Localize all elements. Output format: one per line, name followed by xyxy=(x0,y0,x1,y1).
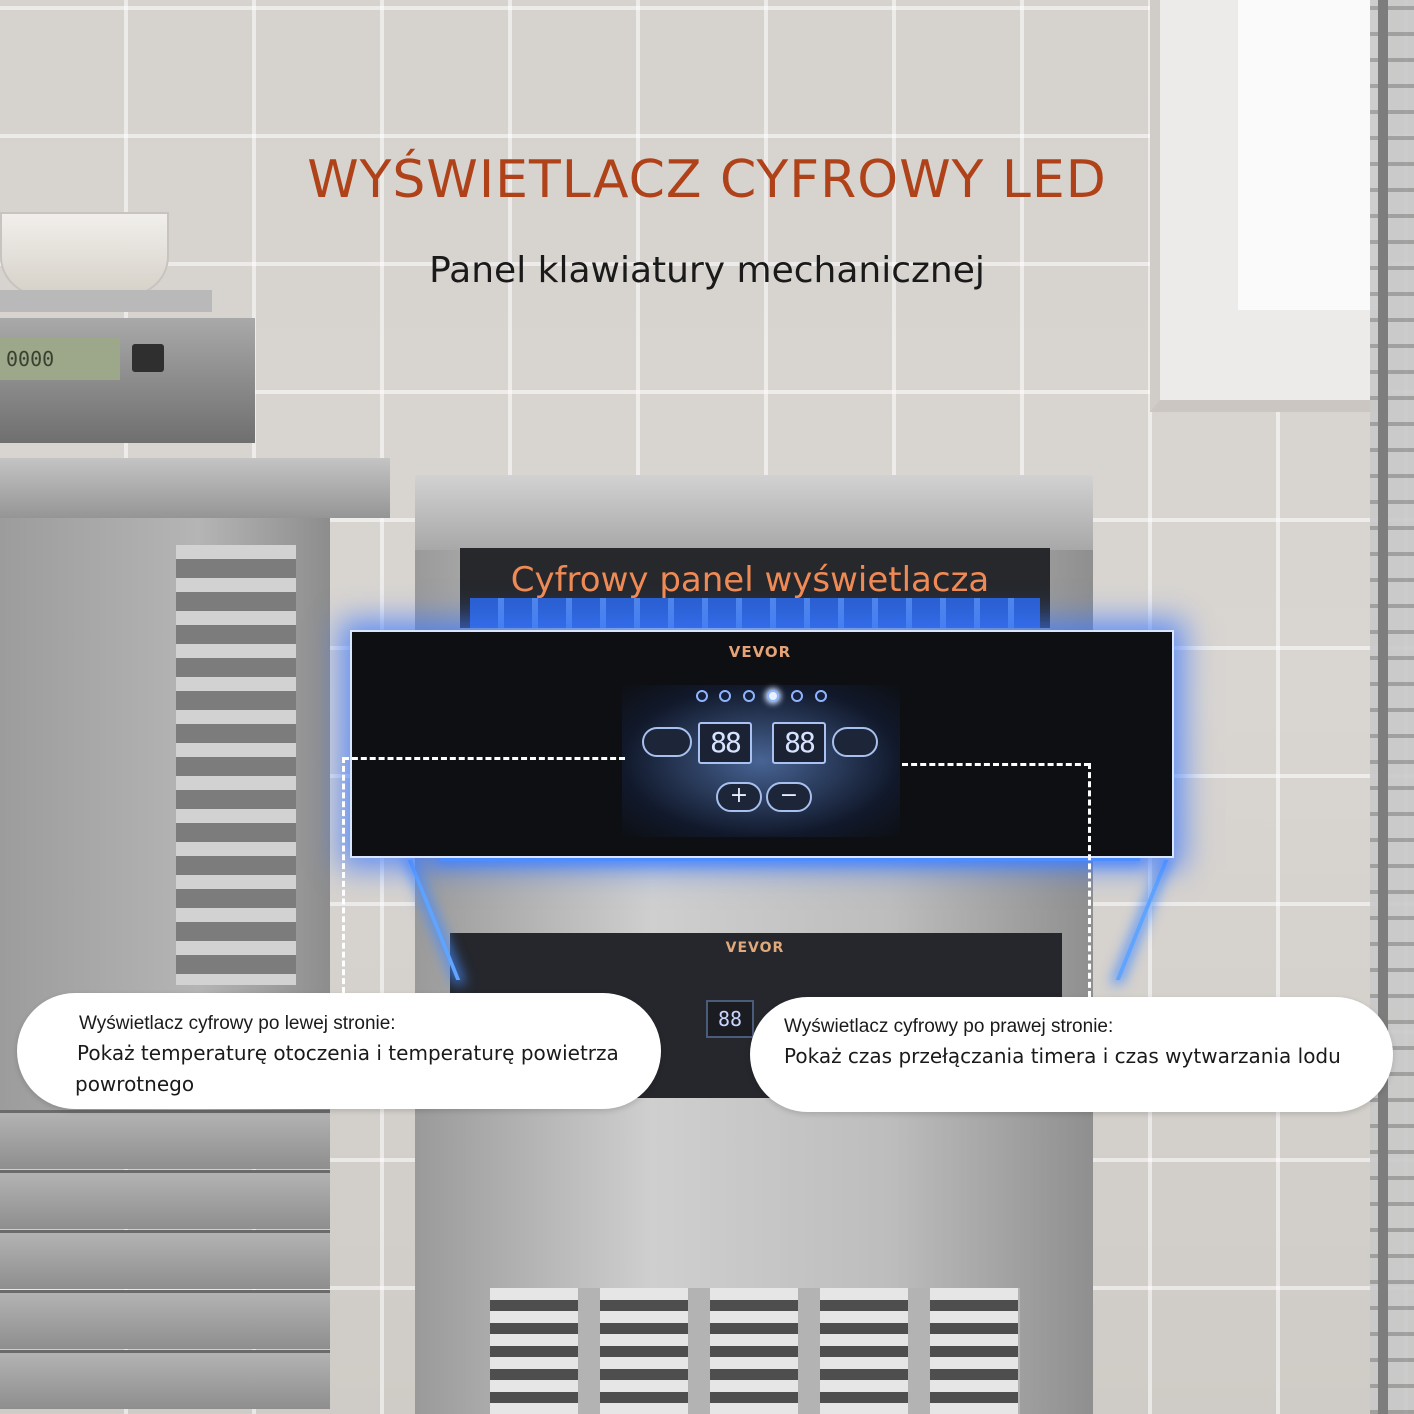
right-callout-heading: Wyświetlacz cyfrowy po prawej stronie: xyxy=(784,1016,1114,1037)
indicator-led xyxy=(719,690,731,702)
page-subtitle: Panel klawiatury mechanicznej xyxy=(429,250,985,291)
cabinet-drawer xyxy=(0,1230,330,1289)
power-button xyxy=(832,727,878,757)
left-display-callout: Wyświetlacz cyfrowy po lewej stronie: Po… xyxy=(17,993,661,1109)
right-display-callout: Wyświetlacz cyfrowy po prawej stronie: P… xyxy=(750,997,1393,1112)
left-connector-horizontal xyxy=(343,757,625,760)
cabinet-drawer xyxy=(0,1110,330,1169)
kitchen-scale xyxy=(0,318,255,443)
display-panel-label: Cyfrowy panel wyświetlacza xyxy=(510,560,990,600)
right-callout-line1: Pokaż czas przełączania timera i czas wy… xyxy=(784,1044,1341,1068)
cabinet-vent xyxy=(176,545,296,985)
right-seven-segment-display: 88 xyxy=(772,722,826,764)
indicator-led xyxy=(791,690,803,702)
indicator-led xyxy=(743,690,755,702)
panel-brand-logo: VEVOR xyxy=(728,643,792,661)
counter-top xyxy=(0,458,390,518)
glow-line-bottom xyxy=(440,858,1140,861)
recess-backlight xyxy=(470,598,1040,628)
page-title: WYŚWIETLACZ CYFROWY LED xyxy=(307,150,1107,210)
scale-button xyxy=(132,344,164,372)
scale-readout: 0000 xyxy=(0,338,120,380)
wire-shelf-post xyxy=(1378,0,1388,1414)
panel-backlight xyxy=(622,685,900,837)
indicator-led-active xyxy=(767,690,779,702)
scale-plate xyxy=(0,290,212,312)
machine-vents xyxy=(490,1288,1020,1414)
left-callout-line2: powrotnego xyxy=(75,1072,195,1096)
wire-shelf xyxy=(1370,0,1414,1414)
machine-brand-logo: VEVOR xyxy=(725,940,785,956)
left-callout-line1: Pokaż temperaturę otoczenia i temperatur… xyxy=(77,1041,619,1065)
indicator-led xyxy=(696,690,708,702)
machine-mini-display: 88 xyxy=(706,1000,754,1038)
right-connector-horizontal xyxy=(902,763,1090,766)
cabinet-drawer xyxy=(0,1170,330,1229)
plus-button: + xyxy=(716,782,762,812)
left-callout-heading: Wyświetlacz cyfrowy po lewej stronie: xyxy=(79,1013,396,1034)
cabinet-drawer xyxy=(0,1290,330,1349)
left-seven-segment-display: 88 xyxy=(698,722,752,764)
mode-button xyxy=(642,727,692,757)
window-pane xyxy=(1238,0,1378,310)
left-connector-vertical xyxy=(342,757,345,993)
cabinet-drawer xyxy=(0,1350,330,1409)
ice-machine-lid xyxy=(415,475,1093,550)
indicator-led xyxy=(815,690,827,702)
right-connector-vertical xyxy=(1088,763,1091,997)
minus-button: − xyxy=(766,782,812,812)
glass-bowl xyxy=(0,212,169,296)
